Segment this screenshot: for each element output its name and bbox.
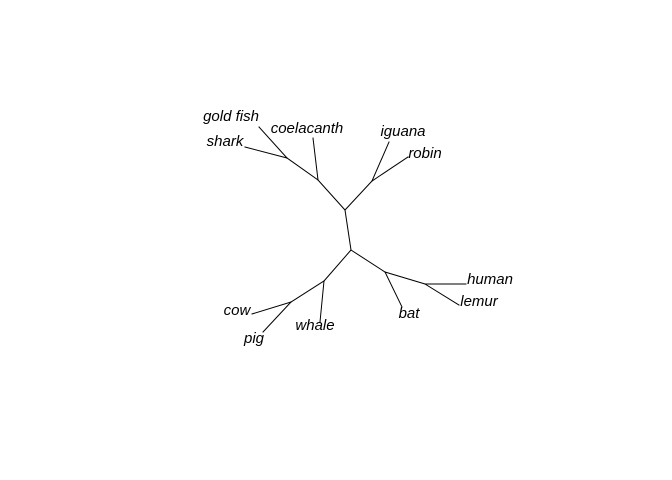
tip-label-iguana: iguana <box>380 123 425 140</box>
branch-fish_group-goldfish_shark <box>286 157 319 181</box>
tip-labels: gold fish shark coelacanth iguana robin human… <box>203 108 513 347</box>
branch-primate_bat-bat <box>384 271 403 308</box>
branch-root_down-primate_bat <box>350 249 386 273</box>
tip-label-bat: bat <box>399 305 421 322</box>
branch-ungulate_group-cow_pig <box>290 280 325 303</box>
branch-cow_pig-pig <box>262 301 292 333</box>
branch-fish_group-coelacanth <box>312 137 319 181</box>
tip-label-shark: shark <box>207 133 245 150</box>
tip-label-cow: cow <box>224 302 252 319</box>
tip-label-robin: robin <box>408 145 441 162</box>
branch-root_up-fish_group <box>317 179 346 211</box>
branch-root_up-bird_reptile <box>344 180 373 211</box>
tip-label-pig: pig <box>243 330 265 347</box>
tip-label-lemur: lemur <box>460 293 499 310</box>
branch-ungulate_group-whale <box>319 280 325 323</box>
branch-goldfish_shark-goldfish <box>258 126 288 159</box>
tip-label-goldfish: gold fish <box>203 108 259 125</box>
tip-label-whale: whale <box>295 317 334 334</box>
branch-bird_reptile-iguana <box>371 141 390 182</box>
branch-goldfish_shark-shark <box>244 146 288 159</box>
branch-root_up-root_down <box>344 209 352 251</box>
tree-branches <box>244 126 467 333</box>
branch-primate_bat-primates <box>384 271 426 285</box>
tip-label-human: human <box>467 271 513 288</box>
branch-primates-lemur <box>424 283 460 306</box>
branch-cow_pig-cow <box>251 301 292 315</box>
tip-label-coelacanth: coelacanth <box>271 120 344 137</box>
branch-root_down-ungulate_group <box>323 249 352 282</box>
branch-bird_reptile-robin <box>371 156 409 182</box>
